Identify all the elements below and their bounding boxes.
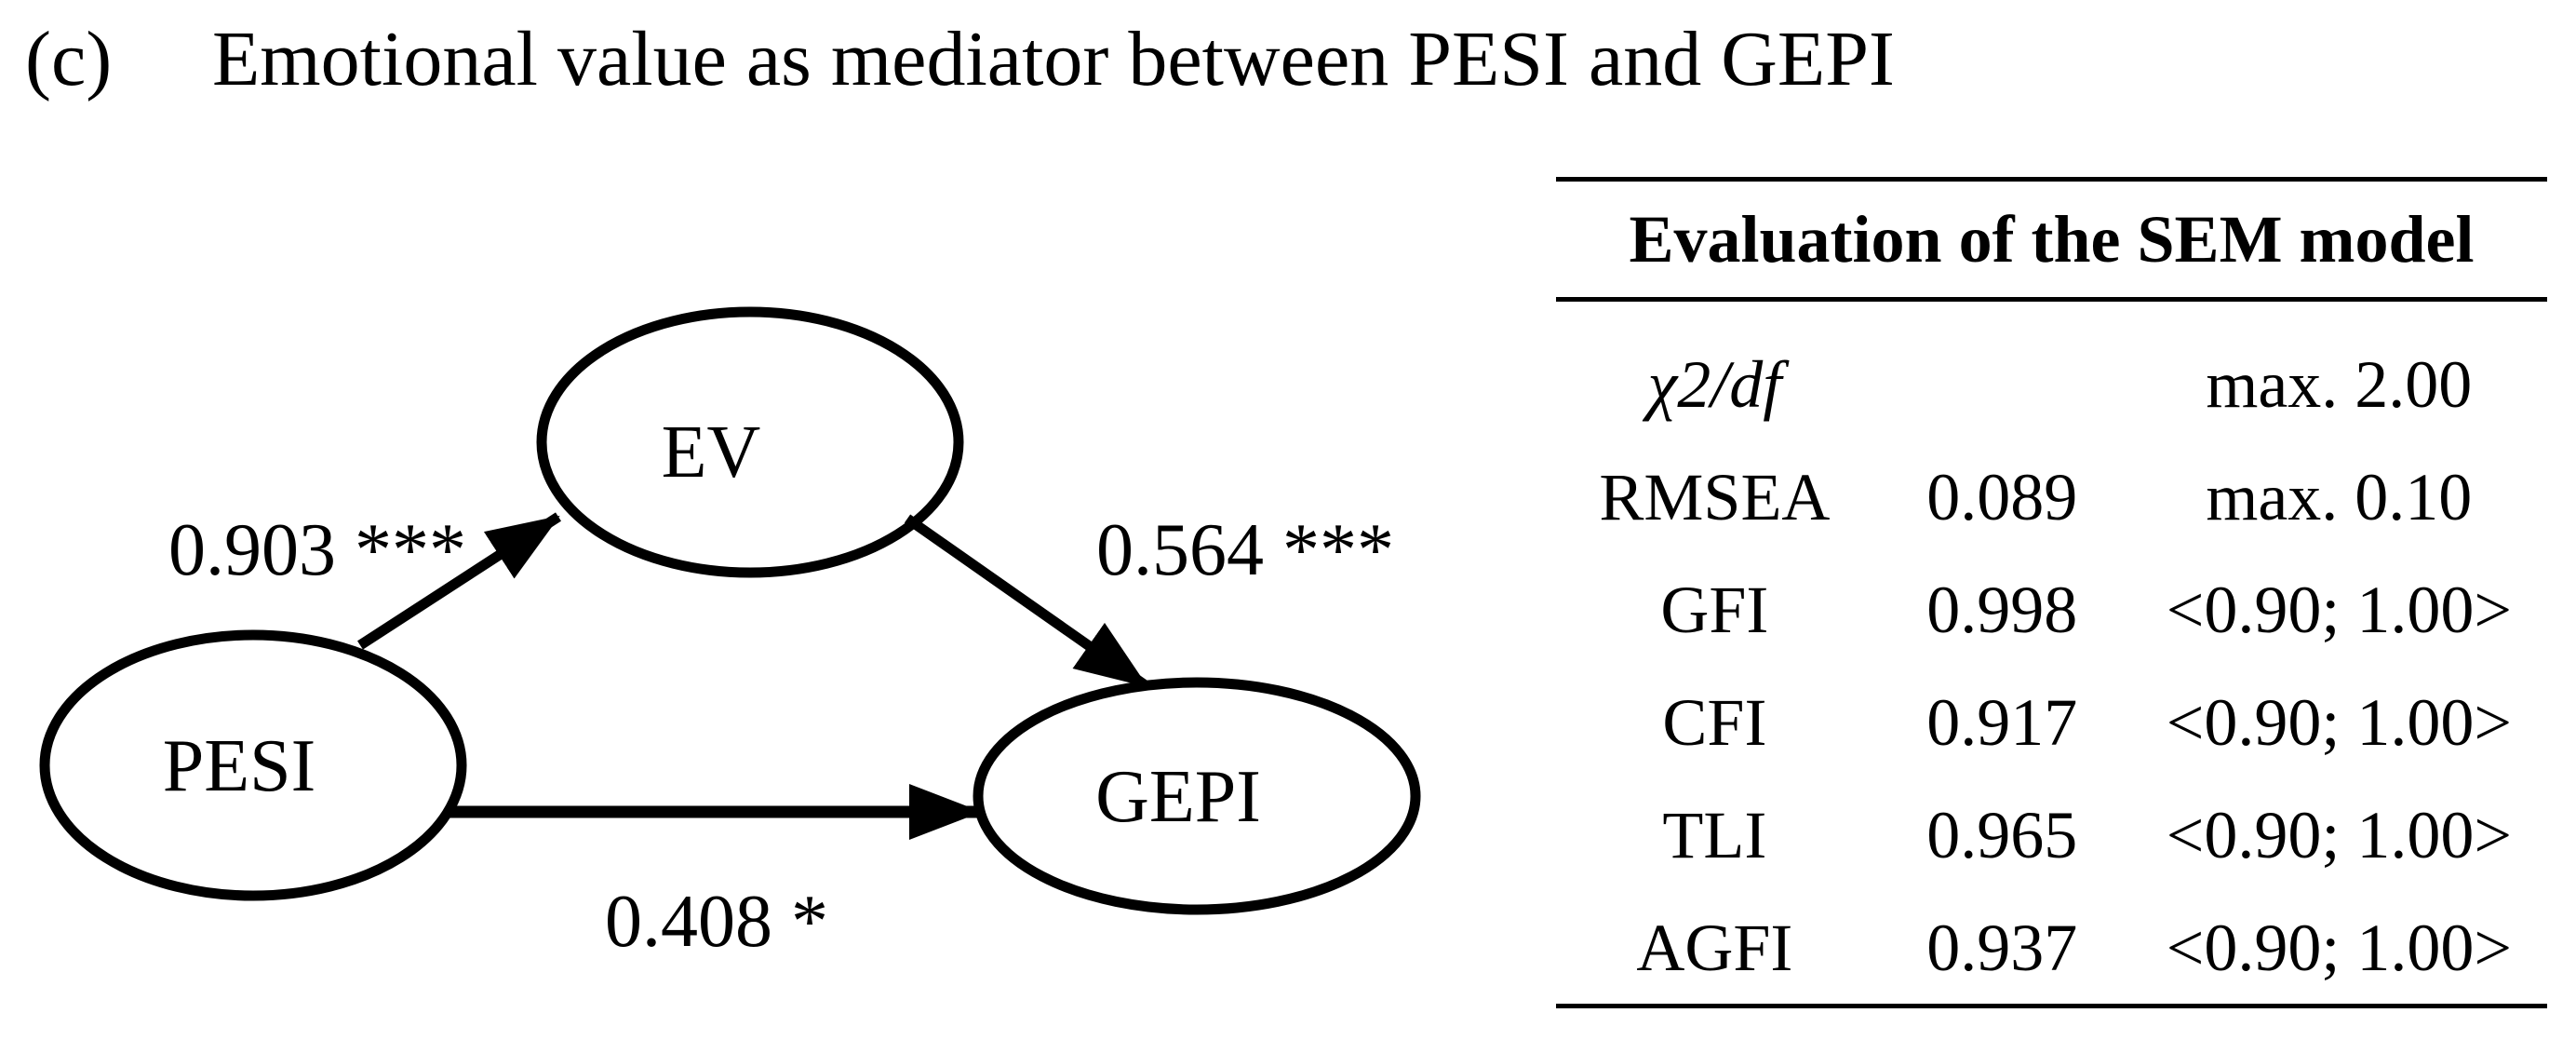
model-fit-table: Evaluation of the SEM model χ2/df max. 2… bbox=[1556, 177, 2547, 1008]
fit-criterion: <0.90; 1.00> bbox=[2166, 684, 2512, 760]
table-row: RMSEA 0.089 max. 0.10 bbox=[1556, 440, 2547, 553]
fit-criterion: max. 0.10 bbox=[2206, 459, 2473, 534]
table-row: χ2/df max. 2.00 bbox=[1556, 328, 2547, 440]
node-gepi-label: GEPI bbox=[1095, 756, 1261, 838]
coefficient-pesi-gepi: 0.408 * bbox=[605, 881, 828, 963]
table-row: TLI 0.965 <0.90; 1.00> bbox=[1556, 778, 2547, 891]
path-pesi-to-ev bbox=[357, 512, 561, 650]
node-pesi-label: PESI bbox=[163, 725, 316, 807]
fit-criterion: <0.90; 1.00> bbox=[2166, 797, 2512, 872]
fit-metric: TLI bbox=[1662, 797, 1767, 872]
fit-metric: AGFI bbox=[1636, 910, 1793, 985]
fit-table-header: Evaluation of the SEM model bbox=[1556, 182, 2547, 302]
fit-criterion: <0.90; 1.00> bbox=[2166, 910, 2512, 985]
node-ev-ellipse bbox=[536, 306, 964, 578]
coefficient-ev-gepi: 0.564 *** bbox=[1096, 509, 1394, 591]
coefficient-pesi-ev: 0.903 *** bbox=[168, 509, 466, 591]
path-ev-to-gepi bbox=[904, 514, 1150, 691]
fit-metric: GFI bbox=[1660, 572, 1769, 647]
fit-metric: RMSEA bbox=[1599, 459, 1831, 534]
node-pesi-ellipse bbox=[39, 629, 467, 901]
fit-metric: CFI bbox=[1662, 684, 1767, 760]
figure-label: (c) bbox=[25, 16, 113, 102]
table-row: CFI 0.917 <0.90; 1.00> bbox=[1556, 666, 2547, 778]
fit-metric: χ2/df bbox=[1647, 346, 1782, 422]
node-gepi-ellipse bbox=[973, 677, 1421, 915]
fit-table-body: χ2/df max. 2.00 RMSEA 0.089 max. 0.10 GF… bbox=[1556, 302, 2547, 1008]
figure-caption: Emotional value as mediator between PESI… bbox=[212, 16, 1895, 102]
fit-value: 0.998 bbox=[1926, 572, 2078, 647]
fit-criterion: max. 2.00 bbox=[2206, 346, 2473, 422]
table-row: AGFI 0.937 <0.90; 1.00> bbox=[1556, 891, 2547, 1004]
fit-value: 0.917 bbox=[1926, 684, 2078, 760]
fit-value: 0.965 bbox=[1926, 797, 2078, 872]
fit-criterion: <0.90; 1.00> bbox=[2166, 572, 2512, 647]
table-row: GFI 0.998 <0.90; 1.00> bbox=[1556, 553, 2547, 666]
node-ev-label: EV bbox=[662, 412, 761, 493]
fit-value: 0.089 bbox=[1926, 459, 2078, 534]
fit-value: 0.937 bbox=[1926, 910, 2078, 985]
